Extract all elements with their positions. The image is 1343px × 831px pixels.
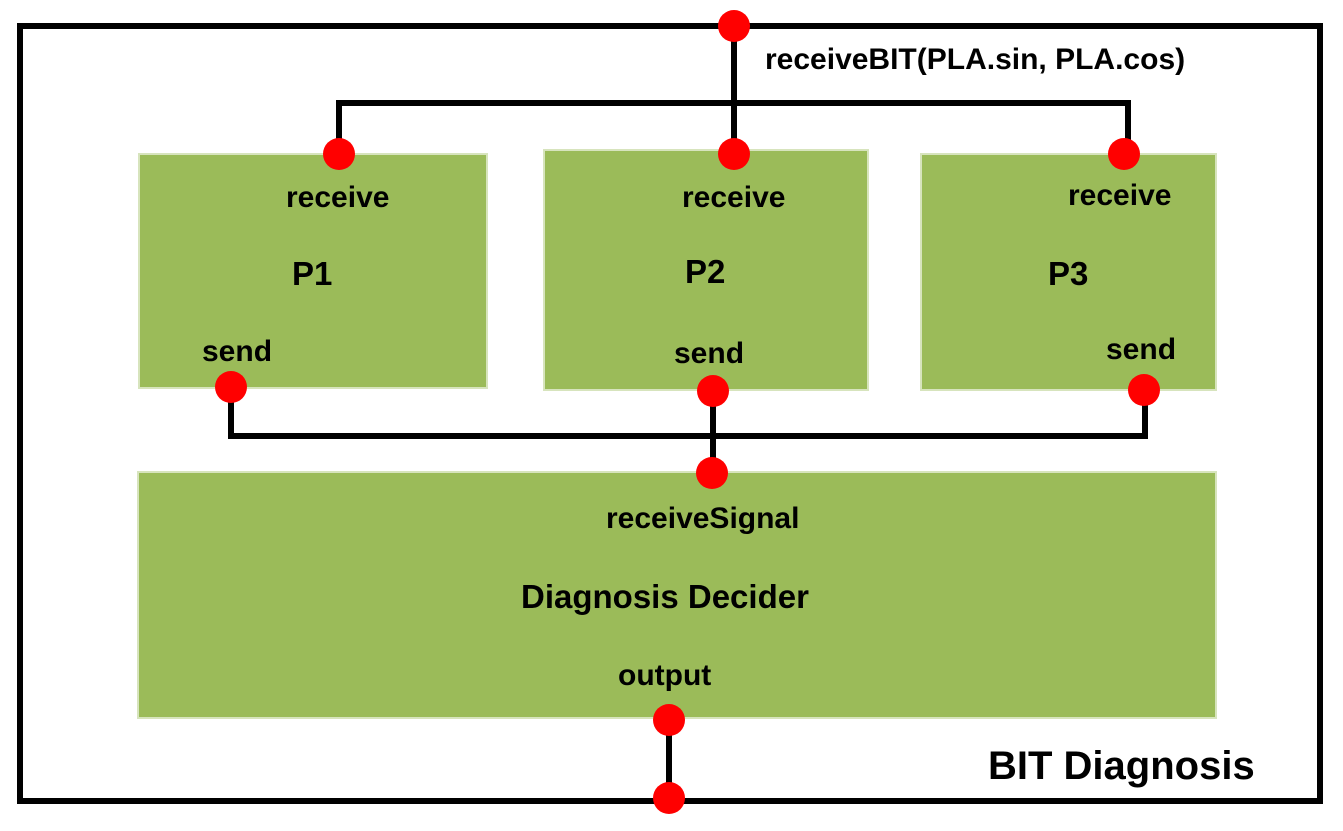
port-input-top: [718, 10, 750, 42]
p3-name-label: P3: [1048, 255, 1089, 292]
port-decider-output: [653, 704, 685, 736]
p3-send-label: send: [1106, 333, 1177, 366]
p2-name-label: P2: [685, 253, 726, 290]
decider-output-label: output: [618, 659, 712, 692]
block-diagnosis-decider: [137, 471, 1217, 719]
port-decider-receive-signal: [696, 457, 728, 489]
decider-name-label: Diagnosis Decider: [521, 578, 809, 615]
p1-name-label: P1: [292, 255, 333, 292]
port-p2-receive: [718, 138, 750, 170]
p1-receive-label: receive: [286, 181, 390, 214]
input-signal-label: receiveBIT(PLA.sin, PLA.cos): [765, 43, 1186, 76]
p2-receive-label: receive: [682, 181, 786, 214]
port-output-bottom: [653, 782, 685, 814]
p1-send-label: send: [202, 335, 273, 368]
block-p1: [138, 153, 488, 389]
wire-output-bus: [228, 384, 1148, 439]
wire-input-bus: [336, 100, 1131, 157]
p3-receive-label: receive: [1068, 179, 1172, 212]
decider-receive-signal-label: receiveSignal: [606, 502, 800, 535]
block-p2: [543, 149, 869, 391]
port-p2-send: [697, 375, 729, 407]
p2-send-label: send: [674, 337, 745, 370]
container-title: BIT Diagnosis: [988, 744, 1255, 788]
port-p1-send: [215, 371, 247, 403]
block-p3: [920, 153, 1217, 391]
port-p1-receive: [323, 138, 355, 170]
port-p3-receive: [1108, 138, 1140, 170]
port-p3-send: [1128, 374, 1160, 406]
